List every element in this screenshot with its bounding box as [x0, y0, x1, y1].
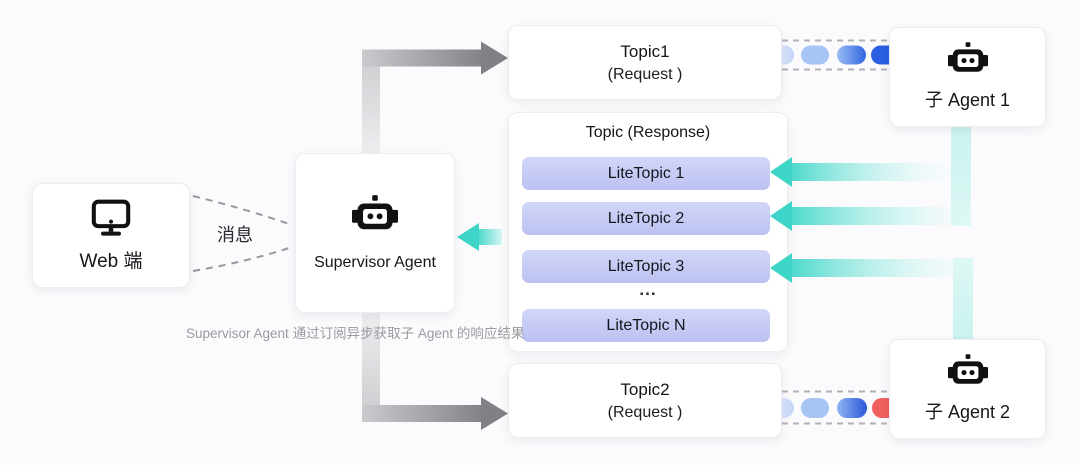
robot-icon [947, 42, 988, 76]
topic-response-title: Topic (Response) [585, 124, 711, 141]
lite-topic-row: LiteTopic N [522, 309, 770, 342]
response-arrow-litetopic1 [770, 157, 953, 187]
lite-topic-row: LiteTopic 3 [522, 250, 770, 283]
node-topic2-request: Topic2 (Request ) [508, 363, 782, 438]
node-sub-agent-2: 子 Agent 2 [889, 339, 1046, 439]
topic2-title: Topic2 [620, 379, 670, 399]
robot-icon [352, 194, 398, 234]
message-pill [801, 398, 829, 418]
node-topic1-request: Topic1 (Request ) [508, 25, 782, 100]
agent2-response-line [953, 258, 973, 340]
node-supervisor-agent: Supervisor Agent [295, 153, 455, 313]
lite-topic-row: LiteTopic 2 [522, 202, 770, 235]
message-pill [837, 45, 866, 65]
lite-topic-row: LiteTopic 1 [522, 157, 770, 190]
response-arrow-supervisor [457, 223, 502, 251]
message-label: 消息 [217, 225, 253, 245]
node-topic-response: Topic (Response) LiteTopic 1 LiteTopic 2… [508, 112, 788, 352]
web-client-label: Web 端 [79, 250, 143, 272]
topic1-subtitle: (Request ) [607, 65, 683, 83]
monitor-icon [91, 199, 131, 237]
node-web-client: Web 端 [32, 183, 190, 288]
response-arrow-litetopic2 [770, 201, 973, 231]
message-dashed-curves [192, 195, 290, 272]
agent1-response-line [951, 127, 971, 226]
request-arrow-bottom [362, 308, 508, 430]
sub-agent1-label: 子 Agent 1 [924, 90, 1011, 110]
topic2-subtitle: (Request ) [607, 403, 683, 421]
lite-topic-ellipsis: ... [639, 280, 657, 299]
robot-icon [947, 354, 988, 388]
topic1-title: Topic1 [620, 41, 670, 61]
response-arrow-litetopic3 [770, 253, 973, 283]
node-sub-agent-1: 子 Agent 1 [889, 27, 1046, 127]
request-arrow-top [362, 41, 508, 160]
supervisor-agent-label: Supervisor Agent [314, 253, 436, 271]
caption-text: Supervisor Agent 通过订阅异步获取子 Agent 的响应结果 [186, 326, 525, 341]
sub-agent2-label: 子 Agent 2 [924, 402, 1011, 422]
message-pill [801, 45, 829, 65]
message-pill [837, 398, 867, 418]
